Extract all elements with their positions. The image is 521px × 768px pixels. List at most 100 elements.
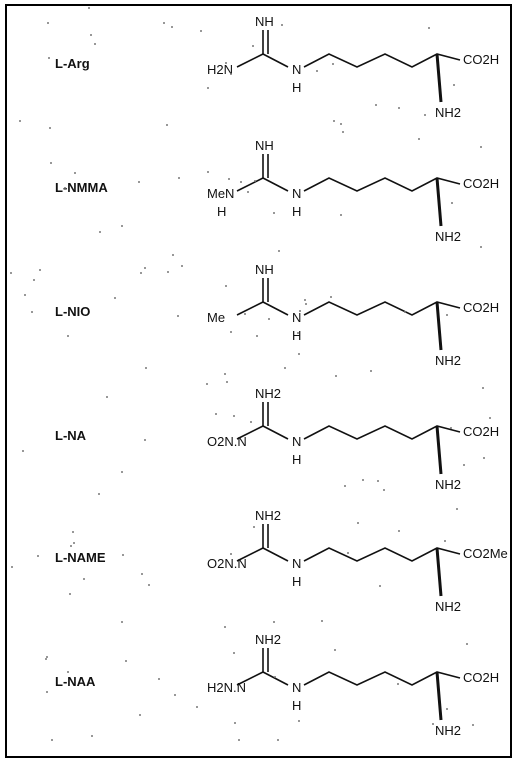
top-group-label: NH2 (255, 386, 281, 401)
compound-row-l-naa: L-NAA H2N.N NH2 N H CO2H NH2 (7, 630, 510, 755)
scan-speck (158, 677, 161, 680)
scan-speck (298, 310, 301, 312)
scan-speck (177, 177, 180, 180)
scan-speck (462, 464, 465, 467)
scan-speck (139, 713, 142, 716)
top-group-label: NH2 (255, 632, 281, 647)
scan-speck (36, 554, 39, 557)
scan-speck (139, 271, 142, 274)
acid-label: CO2H (463, 670, 499, 685)
acid-label: CO2H (463, 300, 499, 315)
scan-speck (369, 370, 372, 373)
scan-speck (332, 62, 335, 65)
bond (236, 53, 264, 68)
scan-speck (321, 619, 324, 622)
wedge-bond (435, 671, 443, 721)
scan-speck (297, 353, 300, 356)
link-n-label: N (292, 62, 301, 77)
scan-speck (455, 507, 458, 510)
left-group-label: O2N.N (207, 434, 247, 449)
structure-l-na: O2N.N NH2 N H CO2H NH2 (207, 386, 499, 492)
scan-speck (98, 492, 101, 495)
link-n-label: N (292, 556, 301, 571)
scan-speck (120, 470, 123, 473)
scan-speck (91, 735, 94, 738)
link-n-label: N (292, 680, 301, 695)
scan-speck (268, 317, 271, 320)
link-n-label: N (292, 186, 301, 201)
scan-speck (249, 420, 252, 423)
scan-speck (445, 707, 448, 710)
amine-label: NH2 (435, 477, 461, 492)
scan-speck (167, 270, 170, 273)
scan-speck (38, 269, 41, 272)
acid-label: CO2H (463, 52, 499, 67)
scan-speck (66, 334, 69, 337)
scan-speck (181, 265, 184, 268)
scan-speck (255, 334, 258, 337)
scan-speck (99, 230, 102, 233)
scan-speck (342, 130, 345, 133)
wedge-bond (435, 301, 443, 351)
scan-speck (378, 584, 381, 587)
scan-speck (276, 738, 279, 741)
scan-speck (449, 426, 452, 429)
scan-speck (277, 250, 280, 253)
scan-speck (424, 113, 427, 116)
scan-speck (227, 178, 230, 181)
scan-speck (483, 456, 486, 459)
scan-speck (206, 86, 209, 89)
scan-speck (296, 332, 299, 335)
scan-speck (45, 656, 48, 659)
amine-label: NH2 (435, 353, 461, 368)
top-group-label: NH (255, 138, 274, 153)
scan-speck (172, 254, 175, 257)
scan-speck (238, 738, 241, 741)
link-h-label: H (292, 574, 301, 589)
scan-speck (398, 107, 401, 110)
wedge-bond (435, 177, 443, 227)
scan-speck (120, 620, 123, 623)
scan-speck (74, 171, 77, 174)
compound-row-l-name: L-NAME O2N.N NH2 N H CO2Me NH2 (7, 506, 510, 631)
left-group-label: H2N.N (207, 680, 246, 695)
scan-speck (174, 694, 177, 697)
acid-label: CO2Me (463, 546, 508, 561)
scan-speck (253, 526, 256, 529)
scan-speck (357, 522, 359, 525)
scan-speck (121, 225, 123, 228)
acid-label: CO2H (463, 424, 499, 439)
compound-name: L-Arg (55, 56, 90, 71)
bond (236, 547, 264, 562)
link-n-label: N (292, 310, 301, 325)
scan-speck (24, 293, 27, 296)
scan-speck (281, 23, 284, 26)
scan-speck (230, 552, 233, 555)
left-group-label: Me (207, 310, 225, 325)
scan-speck (431, 722, 434, 725)
scan-speck (90, 33, 93, 36)
scan-speck (170, 26, 173, 29)
compound-name: L-NAA (55, 674, 96, 689)
scan-speck (21, 450, 24, 453)
scan-speck (396, 682, 399, 685)
scan-speck (11, 565, 14, 568)
structure-l-name: O2N.N NH2 N H CO2Me NH2 (207, 508, 508, 614)
scan-speck (73, 541, 76, 544)
scan-speck (333, 649, 336, 652)
sub-h-label: H (217, 204, 226, 219)
scan-speck (246, 191, 249, 194)
scan-speck (233, 721, 236, 724)
scan-speck (72, 530, 75, 533)
scan-speck (481, 386, 484, 389)
left-group-label: H2N (207, 62, 233, 77)
bond (262, 547, 289, 562)
scan-speck (196, 706, 199, 709)
structure-l-nio: Me NH N H CO2H NH2 (207, 262, 499, 368)
scan-speck (45, 657, 48, 660)
scan-speck (48, 56, 51, 59)
amine-label: NH2 (435, 599, 461, 614)
scan-speck (226, 380, 229, 383)
bond (236, 425, 264, 440)
scan-speck (488, 416, 491, 419)
